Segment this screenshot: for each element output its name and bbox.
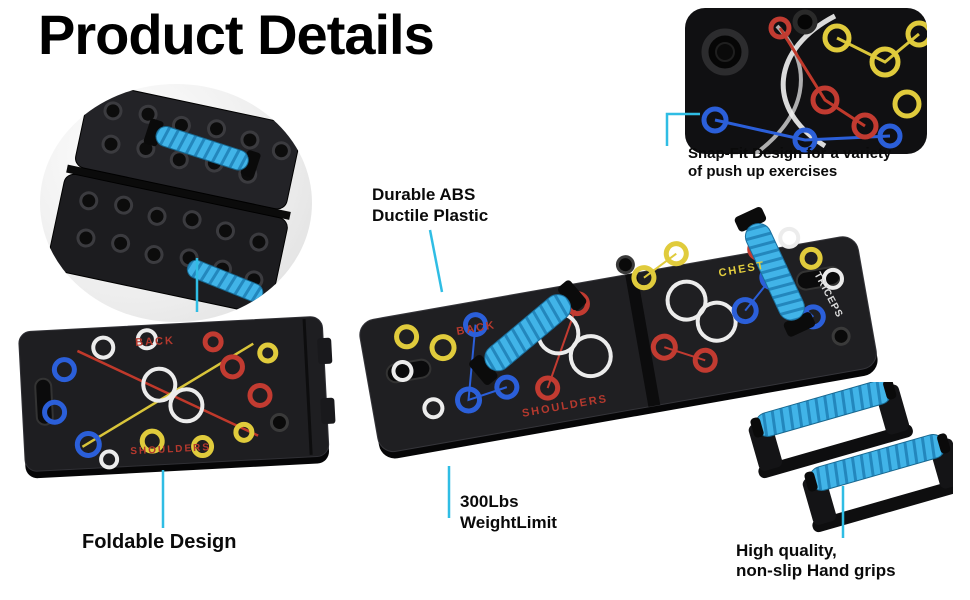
yellow-rings xyxy=(822,20,927,119)
foldable-board-body: BACK SHOULDERS xyxy=(18,316,336,479)
page-title: Product Details xyxy=(38,3,435,66)
black-knobs xyxy=(615,255,851,346)
folded-board-illustration xyxy=(47,84,302,315)
fold-hinge xyxy=(625,272,661,407)
callout-durable-abs: Durable ABS Ductile Plastic xyxy=(372,185,488,226)
callout-grips-line2: non-slip Hand grips xyxy=(736,561,896,581)
hand-grip-bar xyxy=(802,433,967,533)
callout-weight-line1: 300Lbs xyxy=(460,492,519,511)
callout-weight-limit: 300Lbs WeightLimit xyxy=(460,492,557,533)
black-knob xyxy=(269,412,289,432)
foldable-board-illustration: BACK SHOULDERS xyxy=(18,316,336,479)
folded-board-label-shoulders: SHOULDERS xyxy=(130,442,211,457)
hand-grip-bar xyxy=(748,379,913,479)
mounted-handle-right xyxy=(734,206,816,337)
main-board-illustration: BACK CHEST TRICEPS SHOULDERS xyxy=(359,206,878,459)
folded-board-body xyxy=(47,84,302,315)
callout-weight-line2: WeightLimit xyxy=(460,512,557,532)
black-knob-small xyxy=(792,9,818,35)
main-board-photo: BACK CHEST TRICEPS SHOULDERS xyxy=(355,205,900,490)
callout-foldable-label: Foldable Design xyxy=(82,531,237,553)
red-rings xyxy=(202,331,273,408)
callout-foldable: Foldable Design xyxy=(82,531,236,554)
callout-snap-fit-line2: of push up exercises xyxy=(688,162,838,180)
yellow-rings xyxy=(139,342,279,459)
blue-rings xyxy=(42,357,102,458)
foldable-board-photo: BACK SHOULDERS xyxy=(8,298,338,498)
folded-board-label-back: BACK xyxy=(135,335,175,349)
folded-board-photo xyxy=(40,84,312,322)
callout-grips-line1: High quality, xyxy=(736,541,837,560)
snap-fit-illustration xyxy=(701,9,927,154)
hand-grips-illustration xyxy=(748,379,967,533)
main-board-body: BACK CHEST TRICEPS SHOULDERS xyxy=(359,206,878,459)
callout-durable-line1: Durable ABS xyxy=(372,185,476,204)
white-rings xyxy=(91,328,158,470)
callout-hand-grips: High quality, non-slip Hand grips xyxy=(736,541,896,581)
callout-durable-line2: Ductile Plastic xyxy=(372,205,489,225)
mounted-handle-left xyxy=(469,280,587,385)
hand-grips-photo xyxy=(718,379,967,547)
blue-handle xyxy=(143,118,261,178)
blue-rings xyxy=(701,106,903,153)
hinge-tab xyxy=(317,337,333,365)
white-figure-eight xyxy=(141,366,205,424)
red-rings xyxy=(768,16,879,140)
yellow-rings xyxy=(394,241,823,362)
callout-snap-fit-line1: Snap-Fit Design for a variety xyxy=(688,145,892,162)
white-rings xyxy=(391,226,845,420)
callout-snap-fit: Snap-Fit Design for a variety of push up… xyxy=(688,145,891,180)
snap-fit-detail-photo xyxy=(685,8,927,154)
hinge-tab xyxy=(320,397,336,425)
